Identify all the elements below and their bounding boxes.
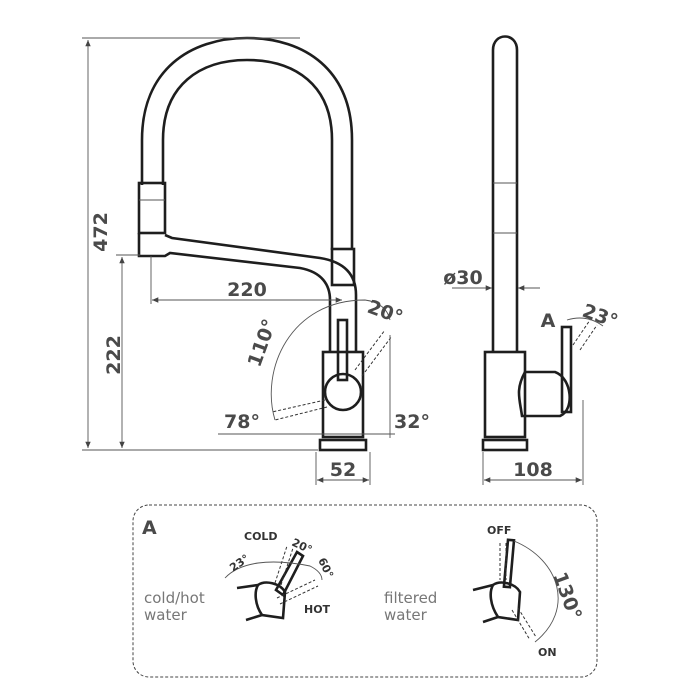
off-label: OFF <box>487 524 511 537</box>
spout <box>137 233 358 352</box>
mixer-lever <box>274 550 305 597</box>
hose-arch-outer <box>140 36 354 250</box>
detail-marker-a: A <box>541 310 556 332</box>
cold-label: COLD <box>244 530 278 543</box>
side-lever <box>560 325 573 414</box>
filter-label-1: filtered <box>384 589 437 607</box>
dim-total-height: 472 <box>90 212 112 252</box>
hot-label: HOT <box>304 603 331 616</box>
detail-title: A <box>142 517 157 539</box>
angle-32: 32° <box>394 411 430 433</box>
dim-pipe-diameter: ø30 <box>443 267 483 289</box>
base-plate <box>318 438 368 452</box>
filter-label-2: water <box>384 606 428 624</box>
mixer-label-1: cold/hot <box>144 589 205 607</box>
side-handle <box>517 370 571 418</box>
angle-20: 20° <box>364 296 405 329</box>
mixer-angle-23: 23° <box>227 552 252 575</box>
front-view: 472 222 220 52 110° 20° 78° 32° <box>82 36 430 485</box>
dim-base-width: 52 <box>330 459 356 481</box>
mixer-angle-60: 60° <box>315 556 336 580</box>
detail-a-panel: A cold/hot water COLD HOT 23° 20° 60° fi… <box>132 504 598 678</box>
filter-lever <box>502 538 516 589</box>
detail-frame <box>132 504 598 678</box>
spout-sleeve <box>330 247 356 287</box>
mixer-angle-20: 20° <box>290 536 314 557</box>
faucet-body <box>321 350 365 439</box>
handle-knob <box>323 372 363 412</box>
mixer-label-2: water <box>144 606 188 624</box>
filter-angle-130: 130° <box>548 569 585 623</box>
angle-23: 23° <box>579 300 620 333</box>
hose-arch-inner <box>161 58 334 250</box>
side-base-plate <box>481 438 529 452</box>
dim-depth: 108 <box>513 459 553 481</box>
side-pipe <box>491 35 519 352</box>
angle-78: 78° <box>224 411 260 433</box>
lever <box>336 318 349 382</box>
dim-spout-reach: 220 <box>227 279 267 301</box>
side-view: ø30 108 A 23° <box>443 35 621 485</box>
side-body <box>483 350 527 439</box>
dim-spout-height: 222 <box>103 335 125 375</box>
spray-head-sleeve <box>137 181 167 235</box>
on-label: ON <box>538 646 557 659</box>
angle-110: 110° <box>244 316 281 370</box>
